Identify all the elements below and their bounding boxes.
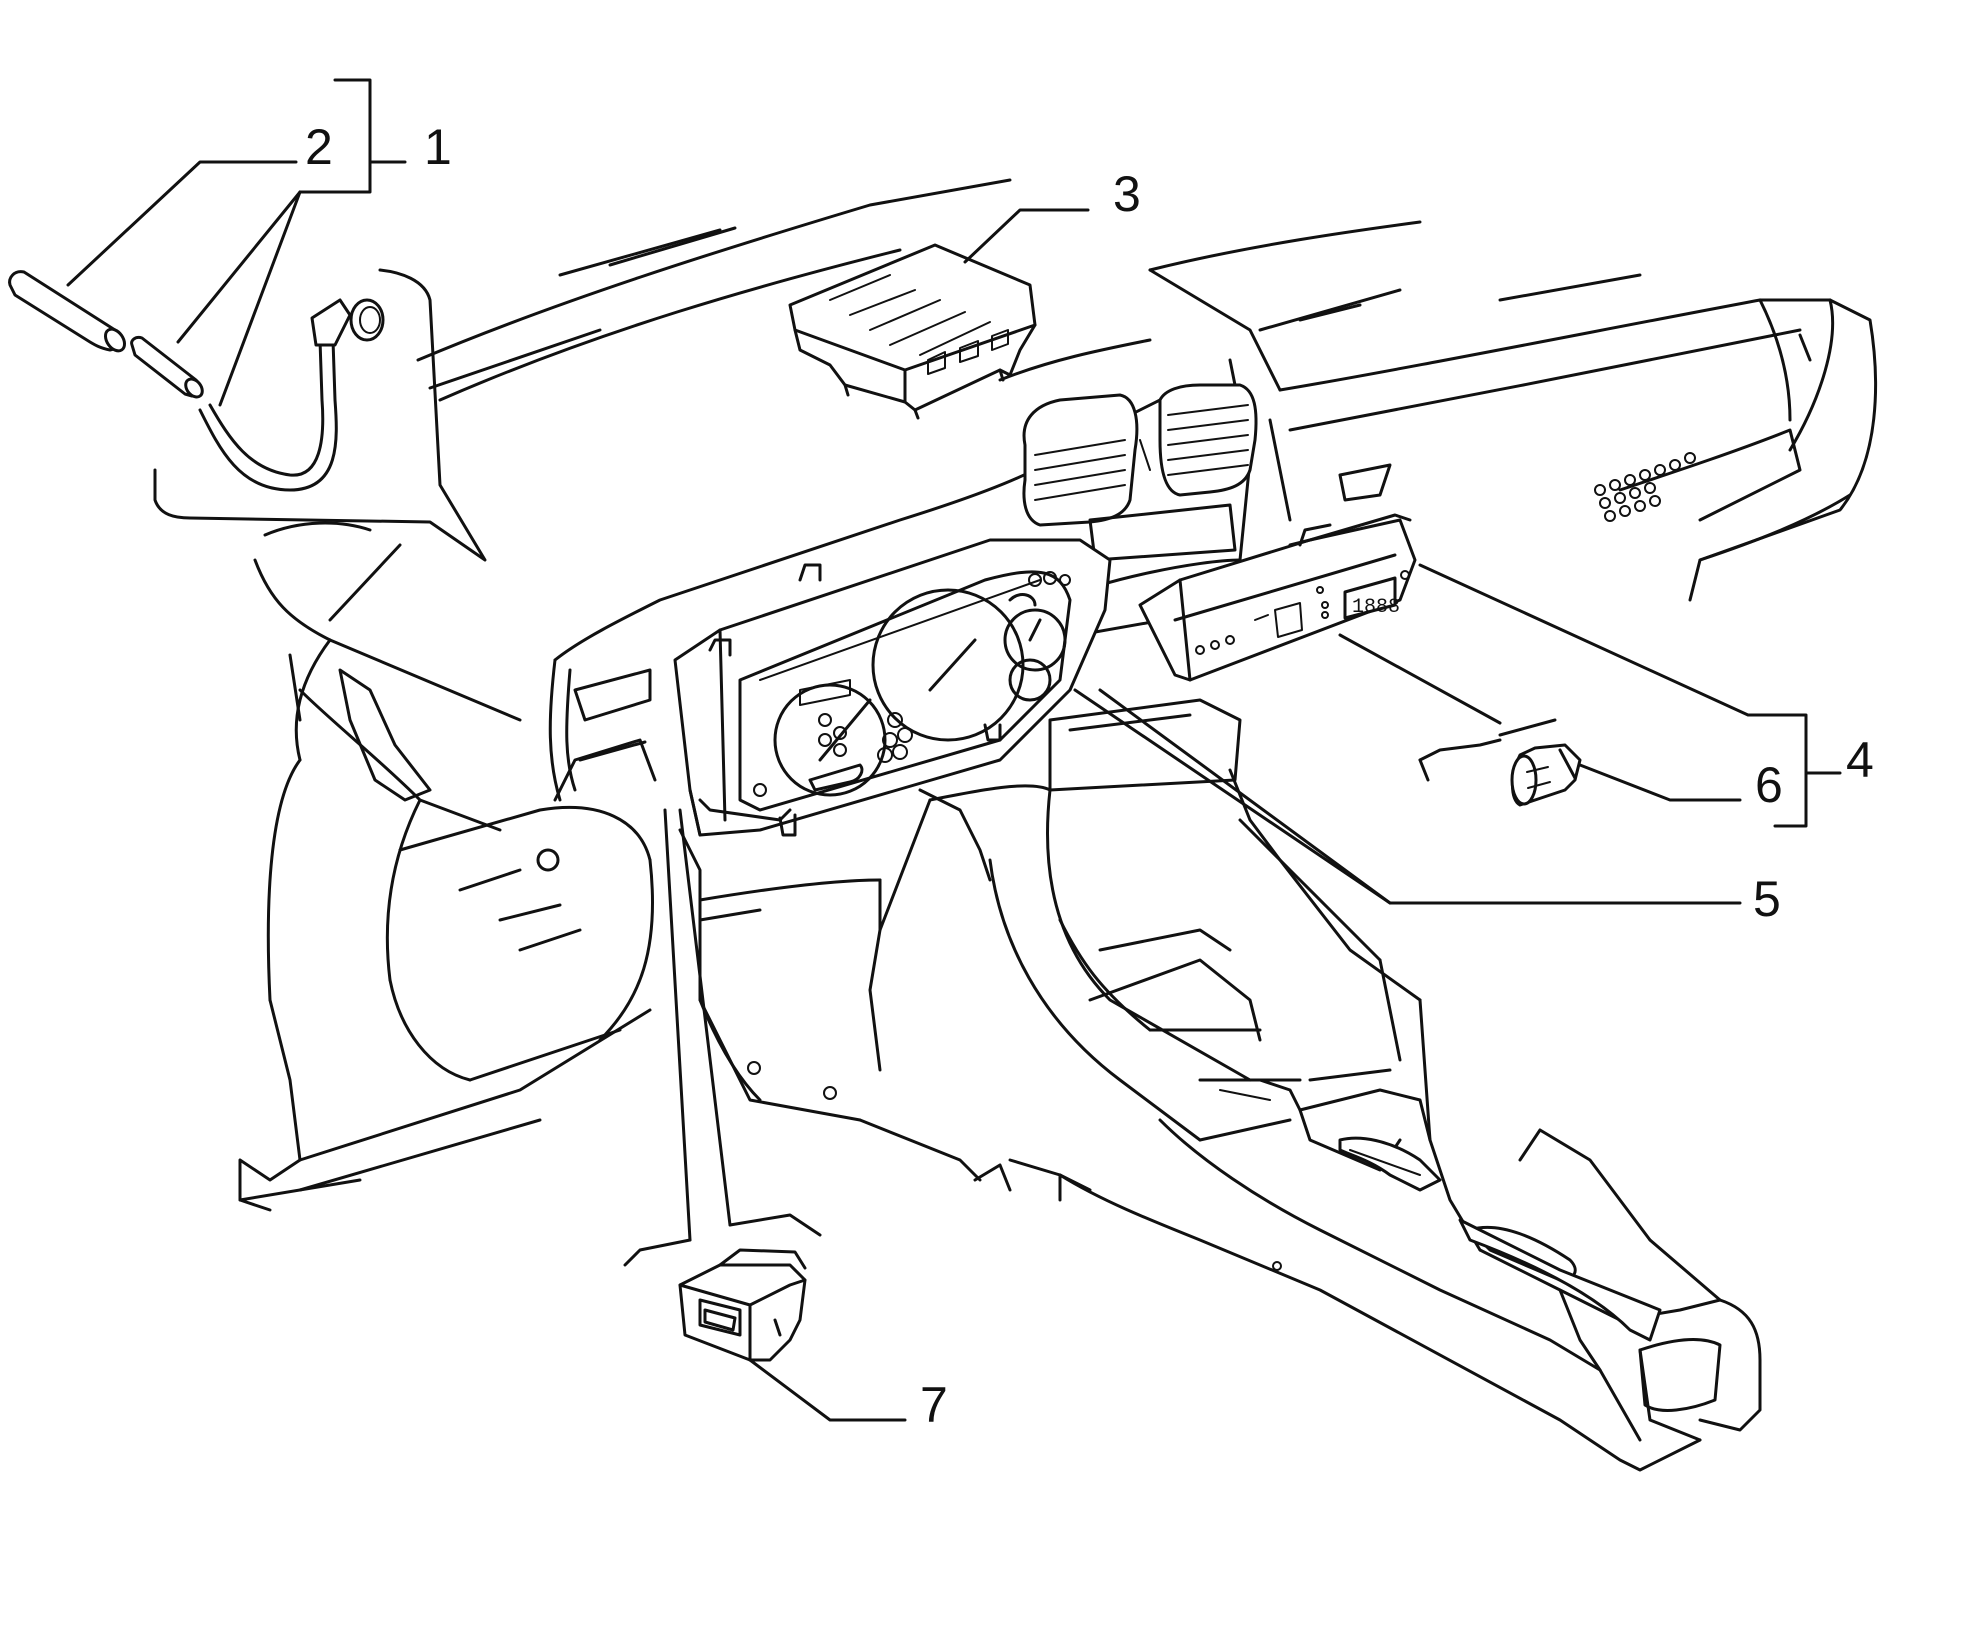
bulb bbox=[1510, 743, 1582, 807]
right-door-panel bbox=[1338, 298, 1878, 602]
switch-position-marker bbox=[623, 1213, 822, 1267]
dashboard-top-outline bbox=[416, 178, 1835, 452]
callout-labels: 1 2 3 4 5 6 7 bbox=[305, 119, 1874, 1433]
center-console bbox=[928, 768, 1762, 1472]
lower-center-fascia bbox=[678, 788, 1092, 1192]
clock-display-unit: 1888 bbox=[1138, 513, 1417, 682]
hose-location-inset bbox=[153, 268, 487, 562]
washer-hose-assembly bbox=[8, 270, 385, 492]
callout-6: 6 bbox=[1755, 757, 1783, 813]
switch bbox=[678, 1248, 807, 1362]
callout-3: 3 bbox=[1113, 166, 1141, 222]
callout-2: 2 bbox=[305, 119, 333, 175]
callout-7: 7 bbox=[920, 1377, 948, 1433]
leader-lines bbox=[66, 78, 1842, 1422]
center-air-vents bbox=[1022, 383, 1258, 562]
callout-5: 5 bbox=[1753, 871, 1781, 927]
bulb-position-marker bbox=[1418, 718, 1557, 782]
speaker-grille bbox=[1594, 452, 1696, 522]
control-unit-module bbox=[788, 243, 1037, 420]
instrument-cluster bbox=[673, 538, 1112, 837]
callout-4: 4 bbox=[1846, 732, 1874, 788]
callout-1: 1 bbox=[424, 119, 452, 175]
left-dashboard-section bbox=[238, 521, 657, 1212]
clock-digits: 1888 bbox=[1352, 596, 1400, 619]
